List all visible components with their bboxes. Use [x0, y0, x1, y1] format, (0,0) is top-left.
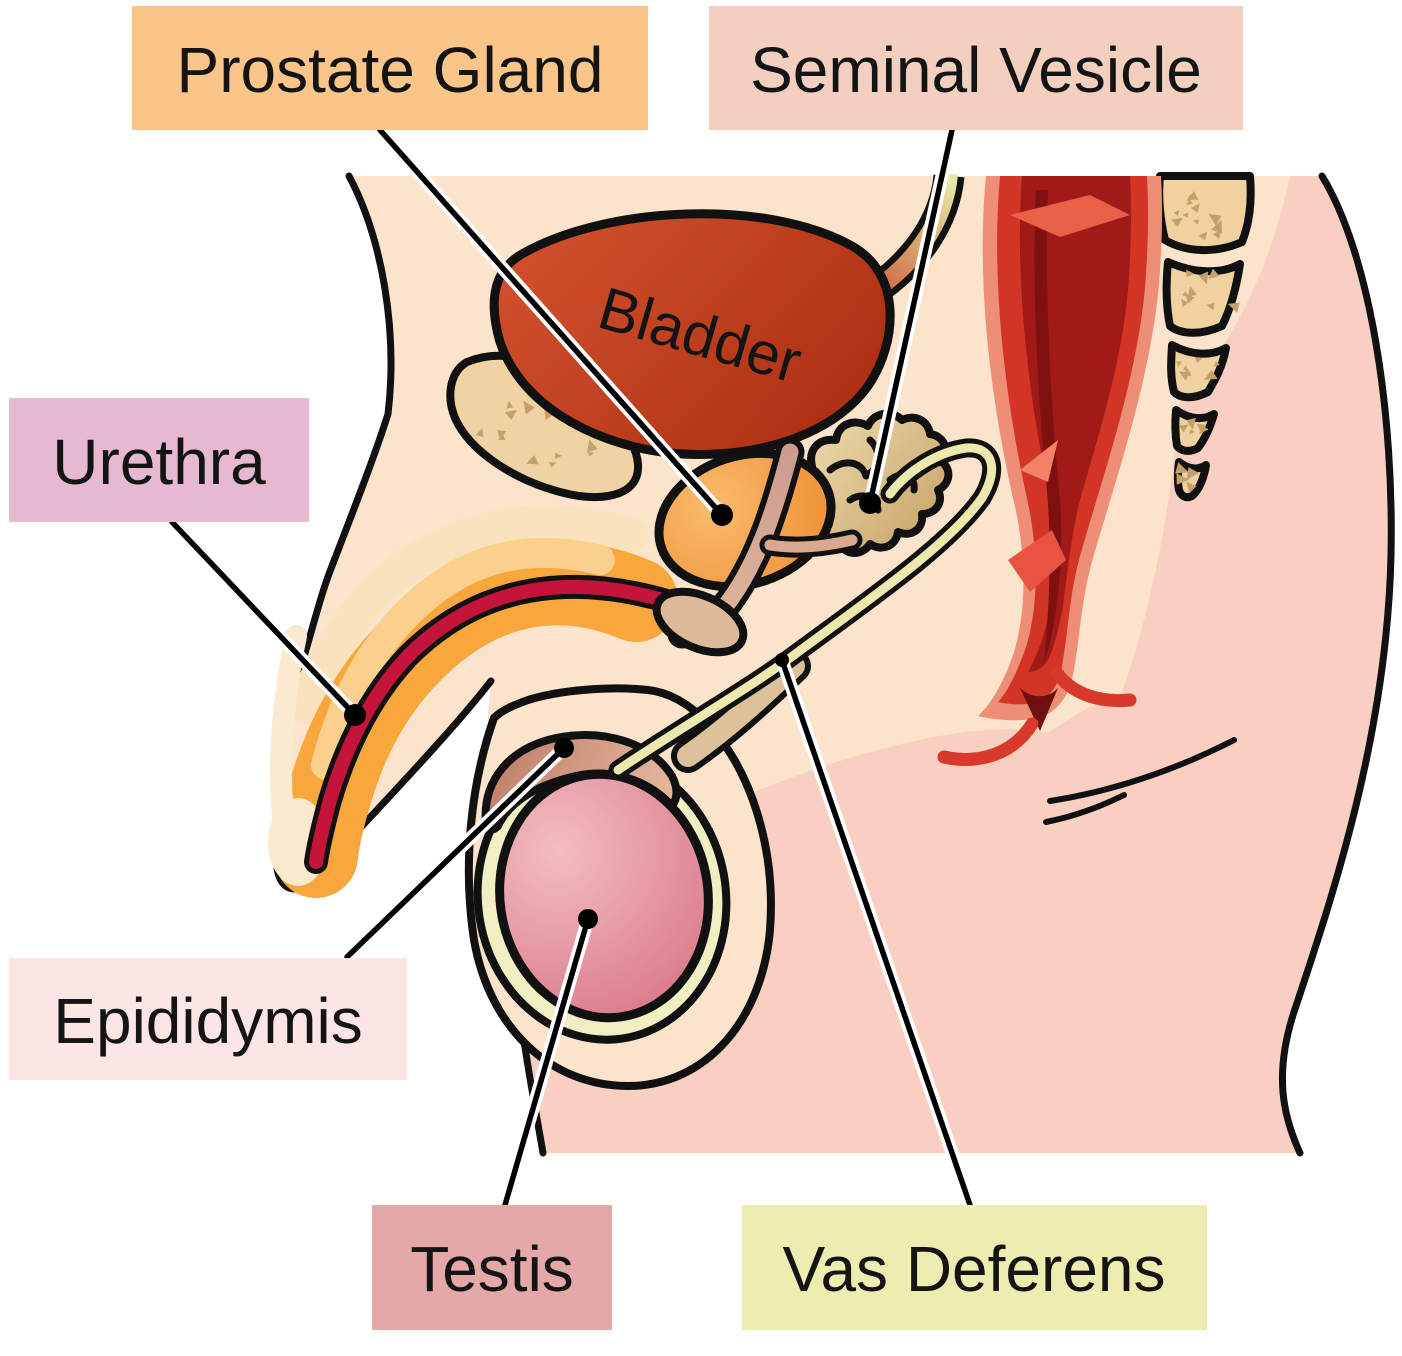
penile-urethra-lumen	[309, 580, 707, 869]
anus-flare-left	[937, 717, 1039, 766]
urethral-bulb	[652, 587, 748, 657]
label-box-seminal-vesicle	[709, 6, 1243, 130]
label-box-epididymis	[9, 958, 407, 1080]
dot-seminal-vesicle	[859, 492, 881, 514]
gluteal-fold-tick	[1043, 792, 1127, 825]
label-text-seminal-vesicle: Seminal Vesicle	[750, 34, 1202, 106]
sacrum-segment	[1167, 341, 1230, 402]
anus-flare-right	[1050, 666, 1137, 708]
ejaculatory-duct	[764, 534, 858, 553]
label-box-testis	[372, 1205, 612, 1330]
leader-seminal-vesicle	[867, 127, 955, 506]
rectum	[937, 176, 1163, 766]
vas-deferens	[608, 438, 1002, 780]
dot-epididymis	[554, 738, 574, 758]
label-urethra: Urethra	[9, 398, 309, 522]
sacrum-speckles	[1178, 417, 1209, 435]
leader-vas-deferens	[779, 657, 973, 1208]
rectum-highlight	[1010, 195, 1130, 237]
leader-lines	[165, 123, 977, 1212]
sacrum-segment	[1162, 258, 1244, 337]
sacrum-speckles	[1171, 190, 1223, 241]
rectum-highlight	[1008, 530, 1066, 592]
body-outline-back	[1278, 172, 1395, 1157]
leader-testis	[502, 916, 591, 1208]
rectum-lumen	[1019, 176, 1132, 672]
anal-canal	[1020, 688, 1058, 731]
bladder-shape	[489, 209, 895, 459]
mons-light-band	[288, 505, 648, 724]
label-vas-deferens: Vas Deferens	[742, 1205, 1207, 1330]
dot-testis	[578, 909, 598, 929]
sacrum-speckles	[1181, 268, 1240, 313]
label-text-urethra: Urethra	[52, 426, 266, 498]
leader-urethra	[169, 519, 358, 718]
label-seminal-vesicle: Seminal Vesicle	[709, 6, 1243, 130]
label-box-prostate-gland	[132, 6, 648, 130]
label-text-prostate-gland: Prostate Gland	[177, 34, 604, 106]
label-box-vas-deferens	[742, 1205, 1207, 1330]
scrotum	[464, 649, 811, 1091]
penis	[268, 505, 712, 898]
label-text-vas-deferens: Vas Deferens	[783, 1233, 1166, 1305]
gluteal-fold-arrow	[1043, 737, 1237, 825]
label-box-urethra	[9, 398, 309, 522]
sacrum-coccyx	[1155, 172, 1255, 502]
gluteal-fold-line	[1047, 737, 1237, 804]
vas-deferens-tube	[613, 443, 997, 775]
dot-urethra	[344, 704, 366, 726]
sacrum-speckles	[1176, 357, 1220, 381]
label-epididymis: Epididymis	[9, 958, 407, 1080]
rectum-highlight	[1020, 440, 1058, 482]
dot-prostate	[711, 504, 733, 526]
sacrum-speckles	[1175, 462, 1199, 493]
leader-prostate	[377, 127, 725, 518]
testis-shape	[495, 769, 713, 1023]
prostatic-urethra	[652, 437, 863, 657]
label-prostate-gland: Prostate Gland	[132, 6, 648, 130]
sacrum-segment	[1171, 406, 1218, 455]
leader-dots	[344, 492, 881, 929]
label-text-testis: Testis	[410, 1233, 574, 1305]
leader-strokes	[169, 127, 973, 1208]
label-testis: Testis	[372, 1205, 612, 1330]
labels: Prostate Gland Seminal Vesicle Urethra E…	[9, 6, 1243, 1330]
label-text-epididymis: Epididymis	[53, 985, 362, 1057]
bladder: Bladder	[489, 209, 895, 459]
leader-epididymis	[344, 745, 567, 960]
dot-vas-deferens	[775, 653, 789, 667]
